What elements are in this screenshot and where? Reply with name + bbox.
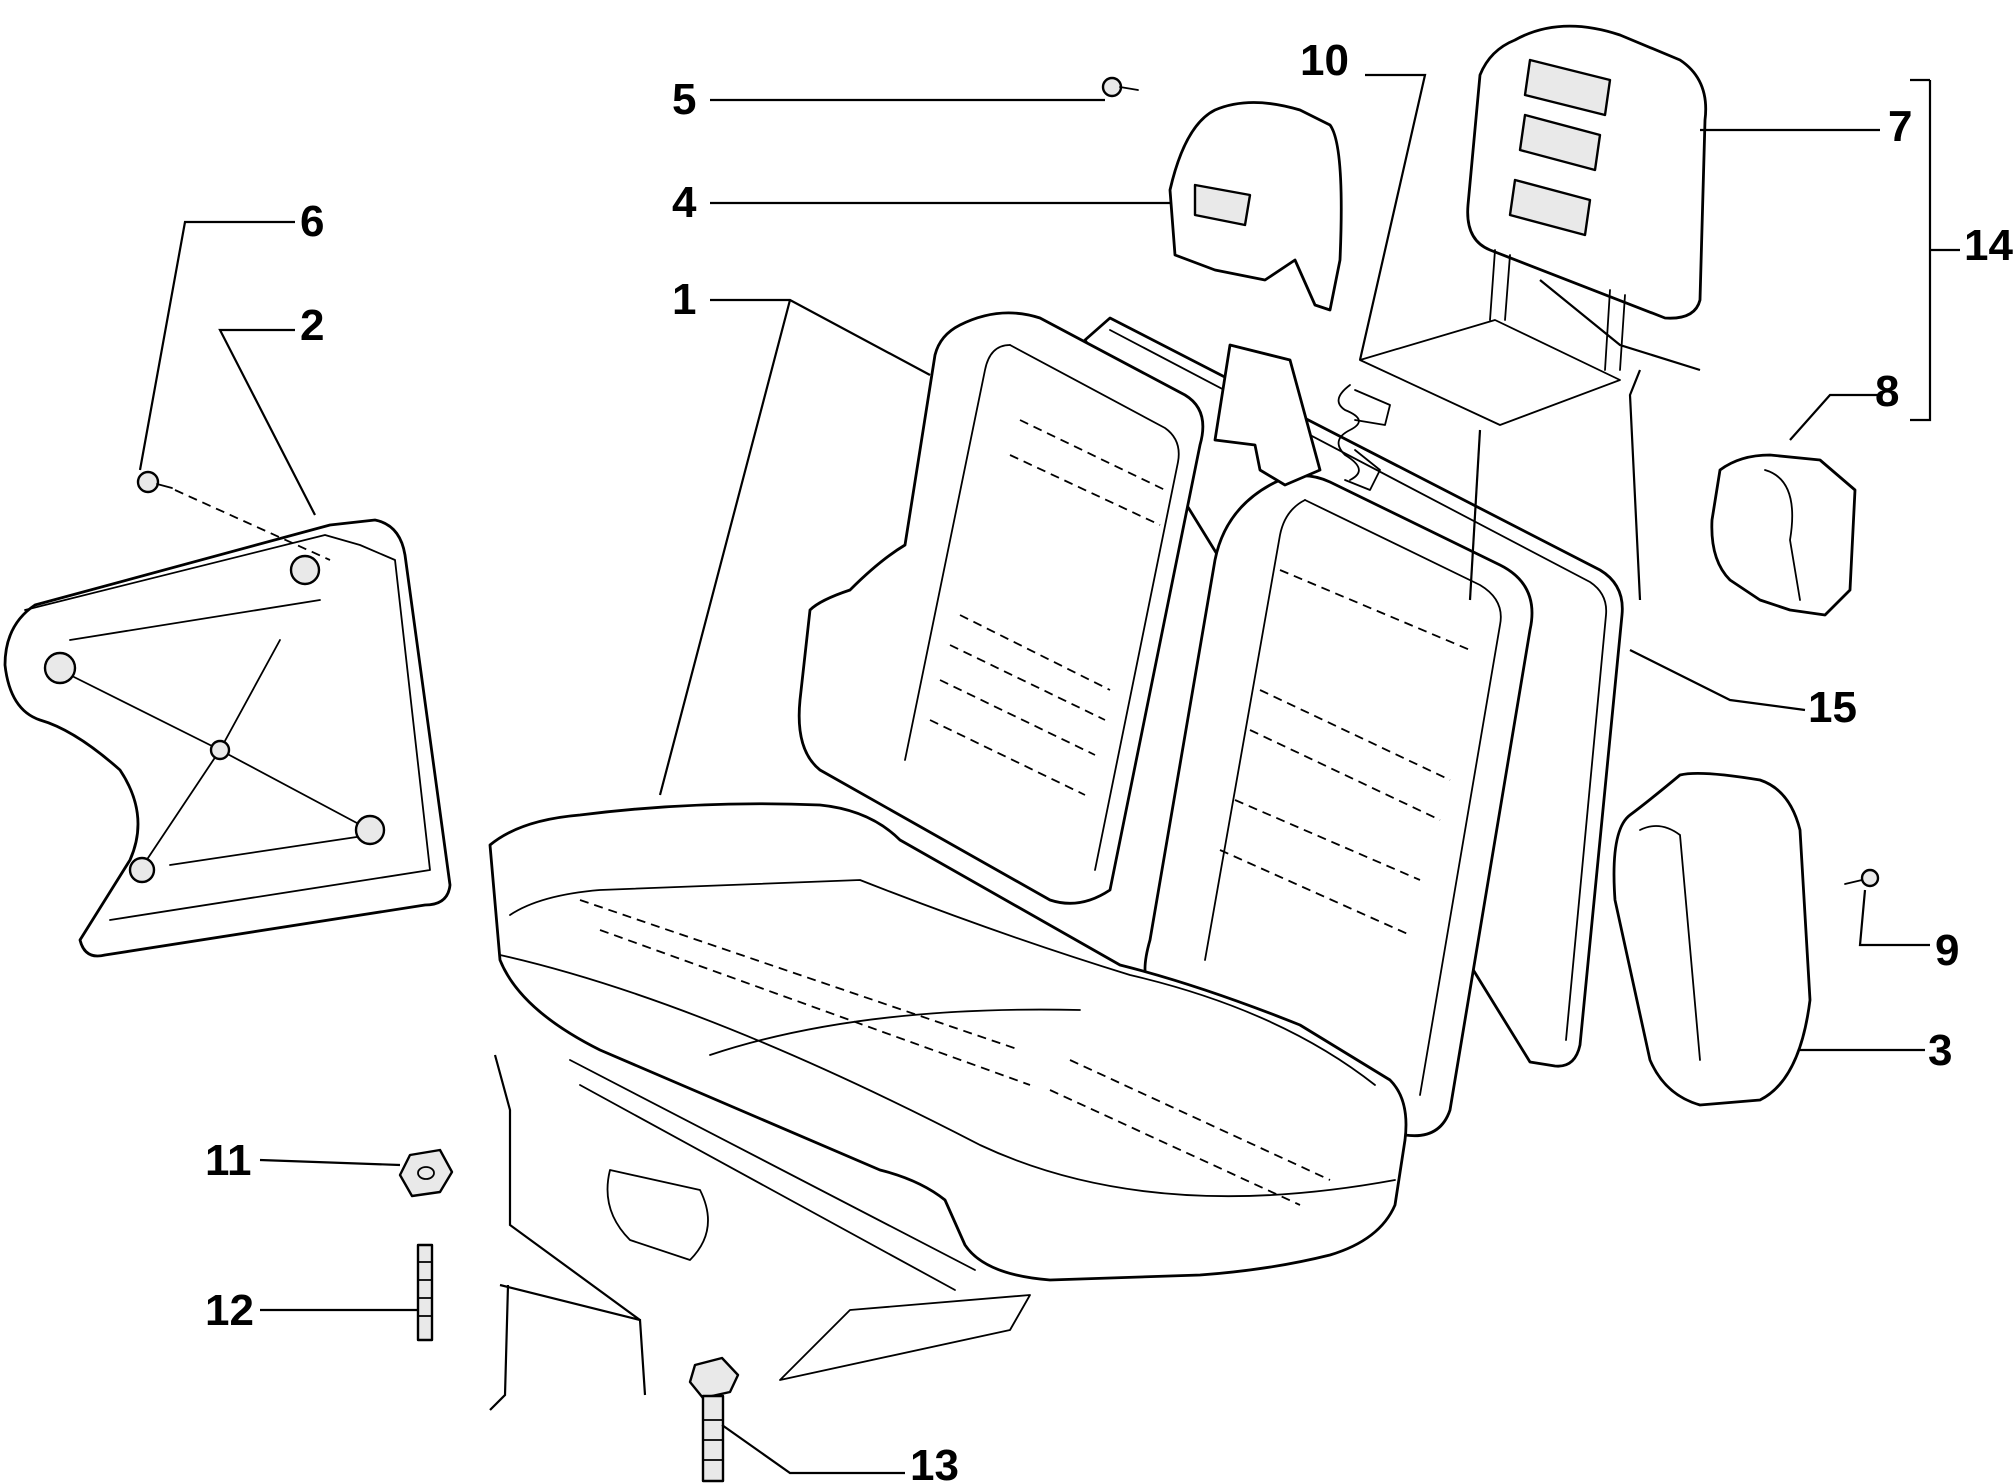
- part-11-nut: [398, 1148, 454, 1198]
- part-10-spring-clip: [1344, 389, 1391, 491]
- part-7-headrest: [1359, 24, 1708, 426]
- part-4-headrest-cover: [1168, 101, 1343, 312]
- callout-8: 8: [1875, 367, 1899, 416]
- leader-lines: [138, 73, 1960, 1475]
- part-8-guide-sleeve: [1710, 453, 1857, 617]
- part-1-bench-seat: [488, 311, 1534, 1381]
- part-13-bolt: [688, 1356, 740, 1483]
- callout-12: 12: [205, 1286, 254, 1335]
- part-3-right-cover: [1612, 771, 1812, 1107]
- part-9-screw: [1844, 868, 1880, 888]
- part-12-stud: [416, 1243, 434, 1342]
- callout-6: 6: [300, 197, 324, 246]
- callout-11: 11: [205, 1136, 252, 1185]
- callout-10: 10: [1300, 36, 1349, 85]
- callout-2: 2: [300, 301, 324, 350]
- callout-9: 9: [1935, 926, 1959, 975]
- part-6-screw: [136, 470, 331, 561]
- callout-4: 4: [672, 178, 697, 227]
- callout-14: 14: [1964, 221, 2013, 270]
- callout-labels: 5 4 1 6 2 10 7 14 8 15 9 3 11 12 13: [205, 36, 2013, 1483]
- part-2-left-panel: [3, 518, 452, 958]
- part-5-screw: [1101, 76, 1139, 98]
- callout-3: 3: [1928, 1026, 1952, 1075]
- callout-13: 13: [910, 1441, 959, 1483]
- callout-15: 15: [1808, 683, 1857, 732]
- callout-5: 5: [672, 75, 696, 124]
- callout-1: 1: [672, 275, 696, 324]
- callout-7: 7: [1888, 102, 1912, 151]
